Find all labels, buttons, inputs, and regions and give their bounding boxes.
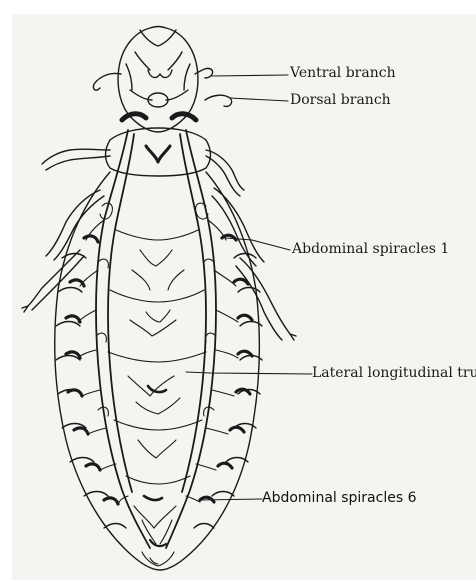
label-lateral-longitudinal-trunk: Lateral longitudinal trunk bbox=[312, 366, 476, 380]
leader-ventral-branch bbox=[212, 75, 288, 76]
leader-lateral-longitudinal-trunk bbox=[186, 372, 312, 374]
insect-abdomen bbox=[55, 172, 262, 570]
insect-thorax bbox=[22, 128, 296, 340]
lateral-longitudinal-trunks bbox=[96, 130, 216, 548]
label-abdominal-spiracles-6: Abdominal spiracles 6 bbox=[262, 491, 417, 505]
label-ventral-branch: Ventral branch bbox=[290, 66, 396, 80]
label-abdominal-spiracles-1: Abdominal spiracles 1 bbox=[292, 242, 449, 256]
spiracle-marks bbox=[66, 235, 252, 504]
label-dorsal-branch: Dorsal branch bbox=[290, 93, 391, 107]
insect-head bbox=[93, 27, 231, 133]
leader-dorsal-branch bbox=[230, 98, 288, 101]
